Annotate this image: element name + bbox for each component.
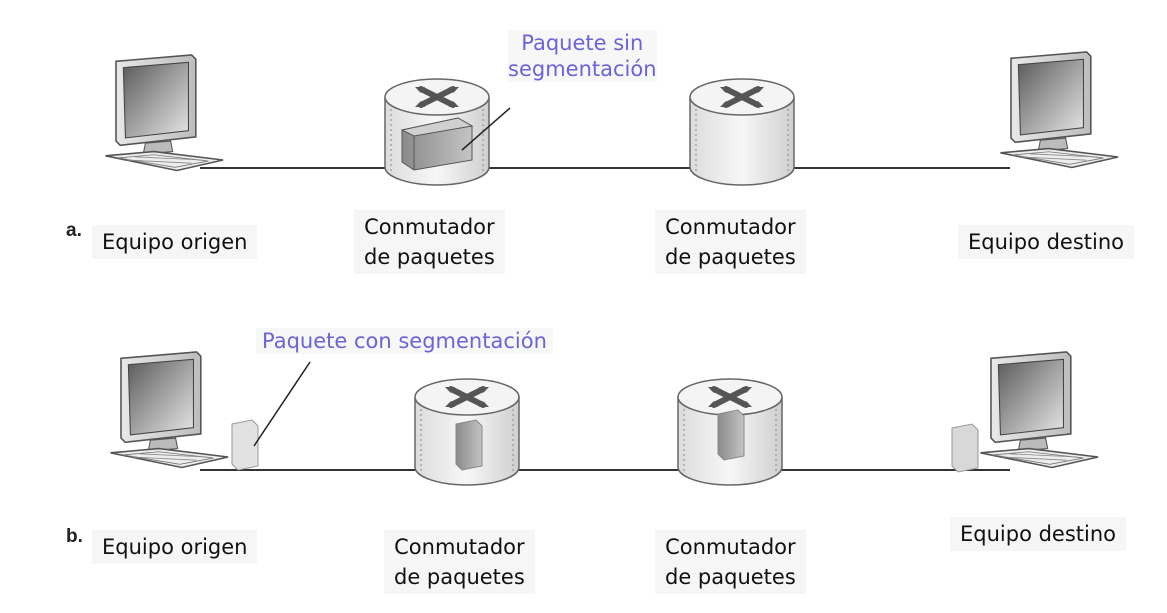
computer-icon — [104, 54, 224, 172]
packet-segment-icon — [455, 419, 483, 471]
switch-label-line2: de paquetes — [364, 245, 495, 269]
annotation-line1: Paquete sin — [521, 31, 644, 55]
packet-icon — [400, 117, 474, 171]
packet-annotation-b: Paquete con segmentación — [256, 328, 553, 354]
switch1-label-b: Conmutador de paquetes — [384, 530, 535, 594]
switch-label-line1: Conmutador — [394, 535, 525, 559]
dest-label-b: Equipo destino — [950, 517, 1127, 551]
diagram-b-letter: b. — [66, 526, 83, 547]
packet-annotation-a: Paquete sin segmentación — [508, 30, 657, 82]
computer-icon — [979, 351, 1099, 469]
switch2-label-b: Conmutador de paquetes — [655, 530, 806, 594]
annotation-line2: segmentación — [508, 57, 657, 81]
diagram-a-letter: a. — [66, 220, 82, 241]
packet-segment-icon — [951, 423, 979, 473]
computer-icon — [999, 51, 1119, 169]
switch1-label-a: Conmutador de paquetes — [354, 210, 505, 274]
switch-label-line2: de paquetes — [665, 565, 796, 589]
computer-icon — [109, 351, 229, 469]
router-icon — [690, 79, 794, 185]
switch-label-line1: Conmutador — [364, 215, 495, 239]
switch-label-line1: Conmutador — [665, 535, 796, 559]
packet-segment-icon — [717, 409, 745, 461]
dest-label-a: Equipo destino — [958, 225, 1135, 259]
packet-segment-icon — [231, 419, 259, 471]
source-label-a: Equipo origen — [92, 225, 258, 259]
switch-label-line1: Conmutador — [665, 215, 796, 239]
switch-label-line2: de paquetes — [665, 245, 796, 269]
switch-label-line2: de paquetes — [394, 565, 525, 589]
switch2-label-a: Conmutador de paquetes — [655, 210, 806, 274]
annotation-pointer-a — [461, 107, 511, 151]
source-label-b: Equipo origen — [92, 530, 258, 564]
annotation-pointer-b — [253, 361, 311, 447]
